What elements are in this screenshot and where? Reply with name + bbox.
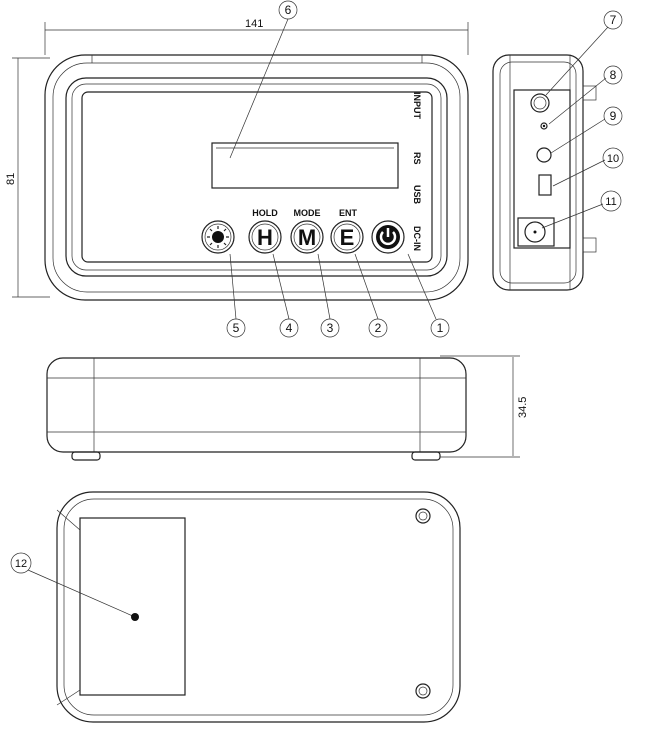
dcin-label: DC-IN (412, 226, 422, 251)
profile-view (46, 357, 467, 461)
svg-text:8: 8 (610, 68, 617, 82)
callout-2: 2 (368, 318, 388, 338)
mode-button[interactable]: M (290, 220, 324, 254)
screw-top (415, 508, 431, 524)
callout-5: 5 (226, 318, 246, 338)
callout-8: 8 (603, 65, 623, 85)
callout-9: 9 (603, 106, 623, 126)
dimension-depth-label: 34.5 (517, 397, 529, 418)
hold-button[interactable]: H (248, 220, 282, 254)
callout-11: 11 (600, 190, 622, 212)
svg-text:10: 10 (607, 153, 619, 165)
svg-text:6: 6 (285, 3, 292, 17)
dc-in-jack (517, 217, 555, 247)
svg-text:11: 11 (605, 196, 616, 208)
dimension-depth: 34.5 (440, 355, 529, 458)
power-icon (379, 228, 397, 246)
back-view (27, 491, 461, 723)
callout-3: 3 (320, 318, 340, 338)
svg-text:3: 3 (327, 321, 334, 335)
dimension-height-label: 81 (5, 173, 17, 185)
callout-6: 6 (278, 0, 298, 20)
enter-button[interactable]: E (330, 220, 364, 254)
dimension-width: 141 (44, 18, 469, 55)
callout-7: 7 (603, 10, 623, 30)
mode-label: MODE (294, 208, 321, 218)
callout-4: 4 (279, 318, 299, 338)
screw-bottom (415, 683, 431, 699)
svg-text:4: 4 (286, 321, 293, 335)
front-view (44, 54, 469, 301)
svg-text:7: 7 (610, 13, 617, 27)
usb-label: USB (412, 185, 422, 205)
power-button[interactable] (371, 220, 405, 254)
hold-button-glyph: H (257, 225, 273, 250)
dimension-width-label: 141 (245, 18, 263, 30)
small-port (540, 122, 548, 130)
svg-text:1: 1 (437, 321, 444, 335)
svg-text:2: 2 (375, 321, 382, 335)
side-view (492, 54, 597, 291)
hold-label: HOLD (252, 208, 278, 218)
ent-label: ENT (339, 208, 358, 218)
input-jack (530, 93, 550, 113)
mode-button-glyph: M (298, 225, 316, 250)
sun-icon (207, 226, 229, 248)
input-label: INPUT (412, 92, 422, 120)
callout-10: 10 (602, 147, 624, 169)
usb-port (538, 174, 552, 196)
enter-button-glyph: E (340, 225, 355, 250)
lcd-display (211, 142, 399, 189)
dimension-height: 81 (5, 57, 50, 298)
callout-12: 12 (10, 552, 32, 574)
rs-port (536, 147, 552, 163)
callout-1: 1 (430, 318, 450, 338)
svg-text:9: 9 (610, 109, 617, 123)
rs-label: RS (412, 152, 422, 165)
svg-text:12: 12 (15, 558, 27, 570)
svg-text:5: 5 (233, 321, 240, 335)
battery-cover (79, 517, 186, 696)
backlight-button[interactable] (201, 220, 235, 254)
